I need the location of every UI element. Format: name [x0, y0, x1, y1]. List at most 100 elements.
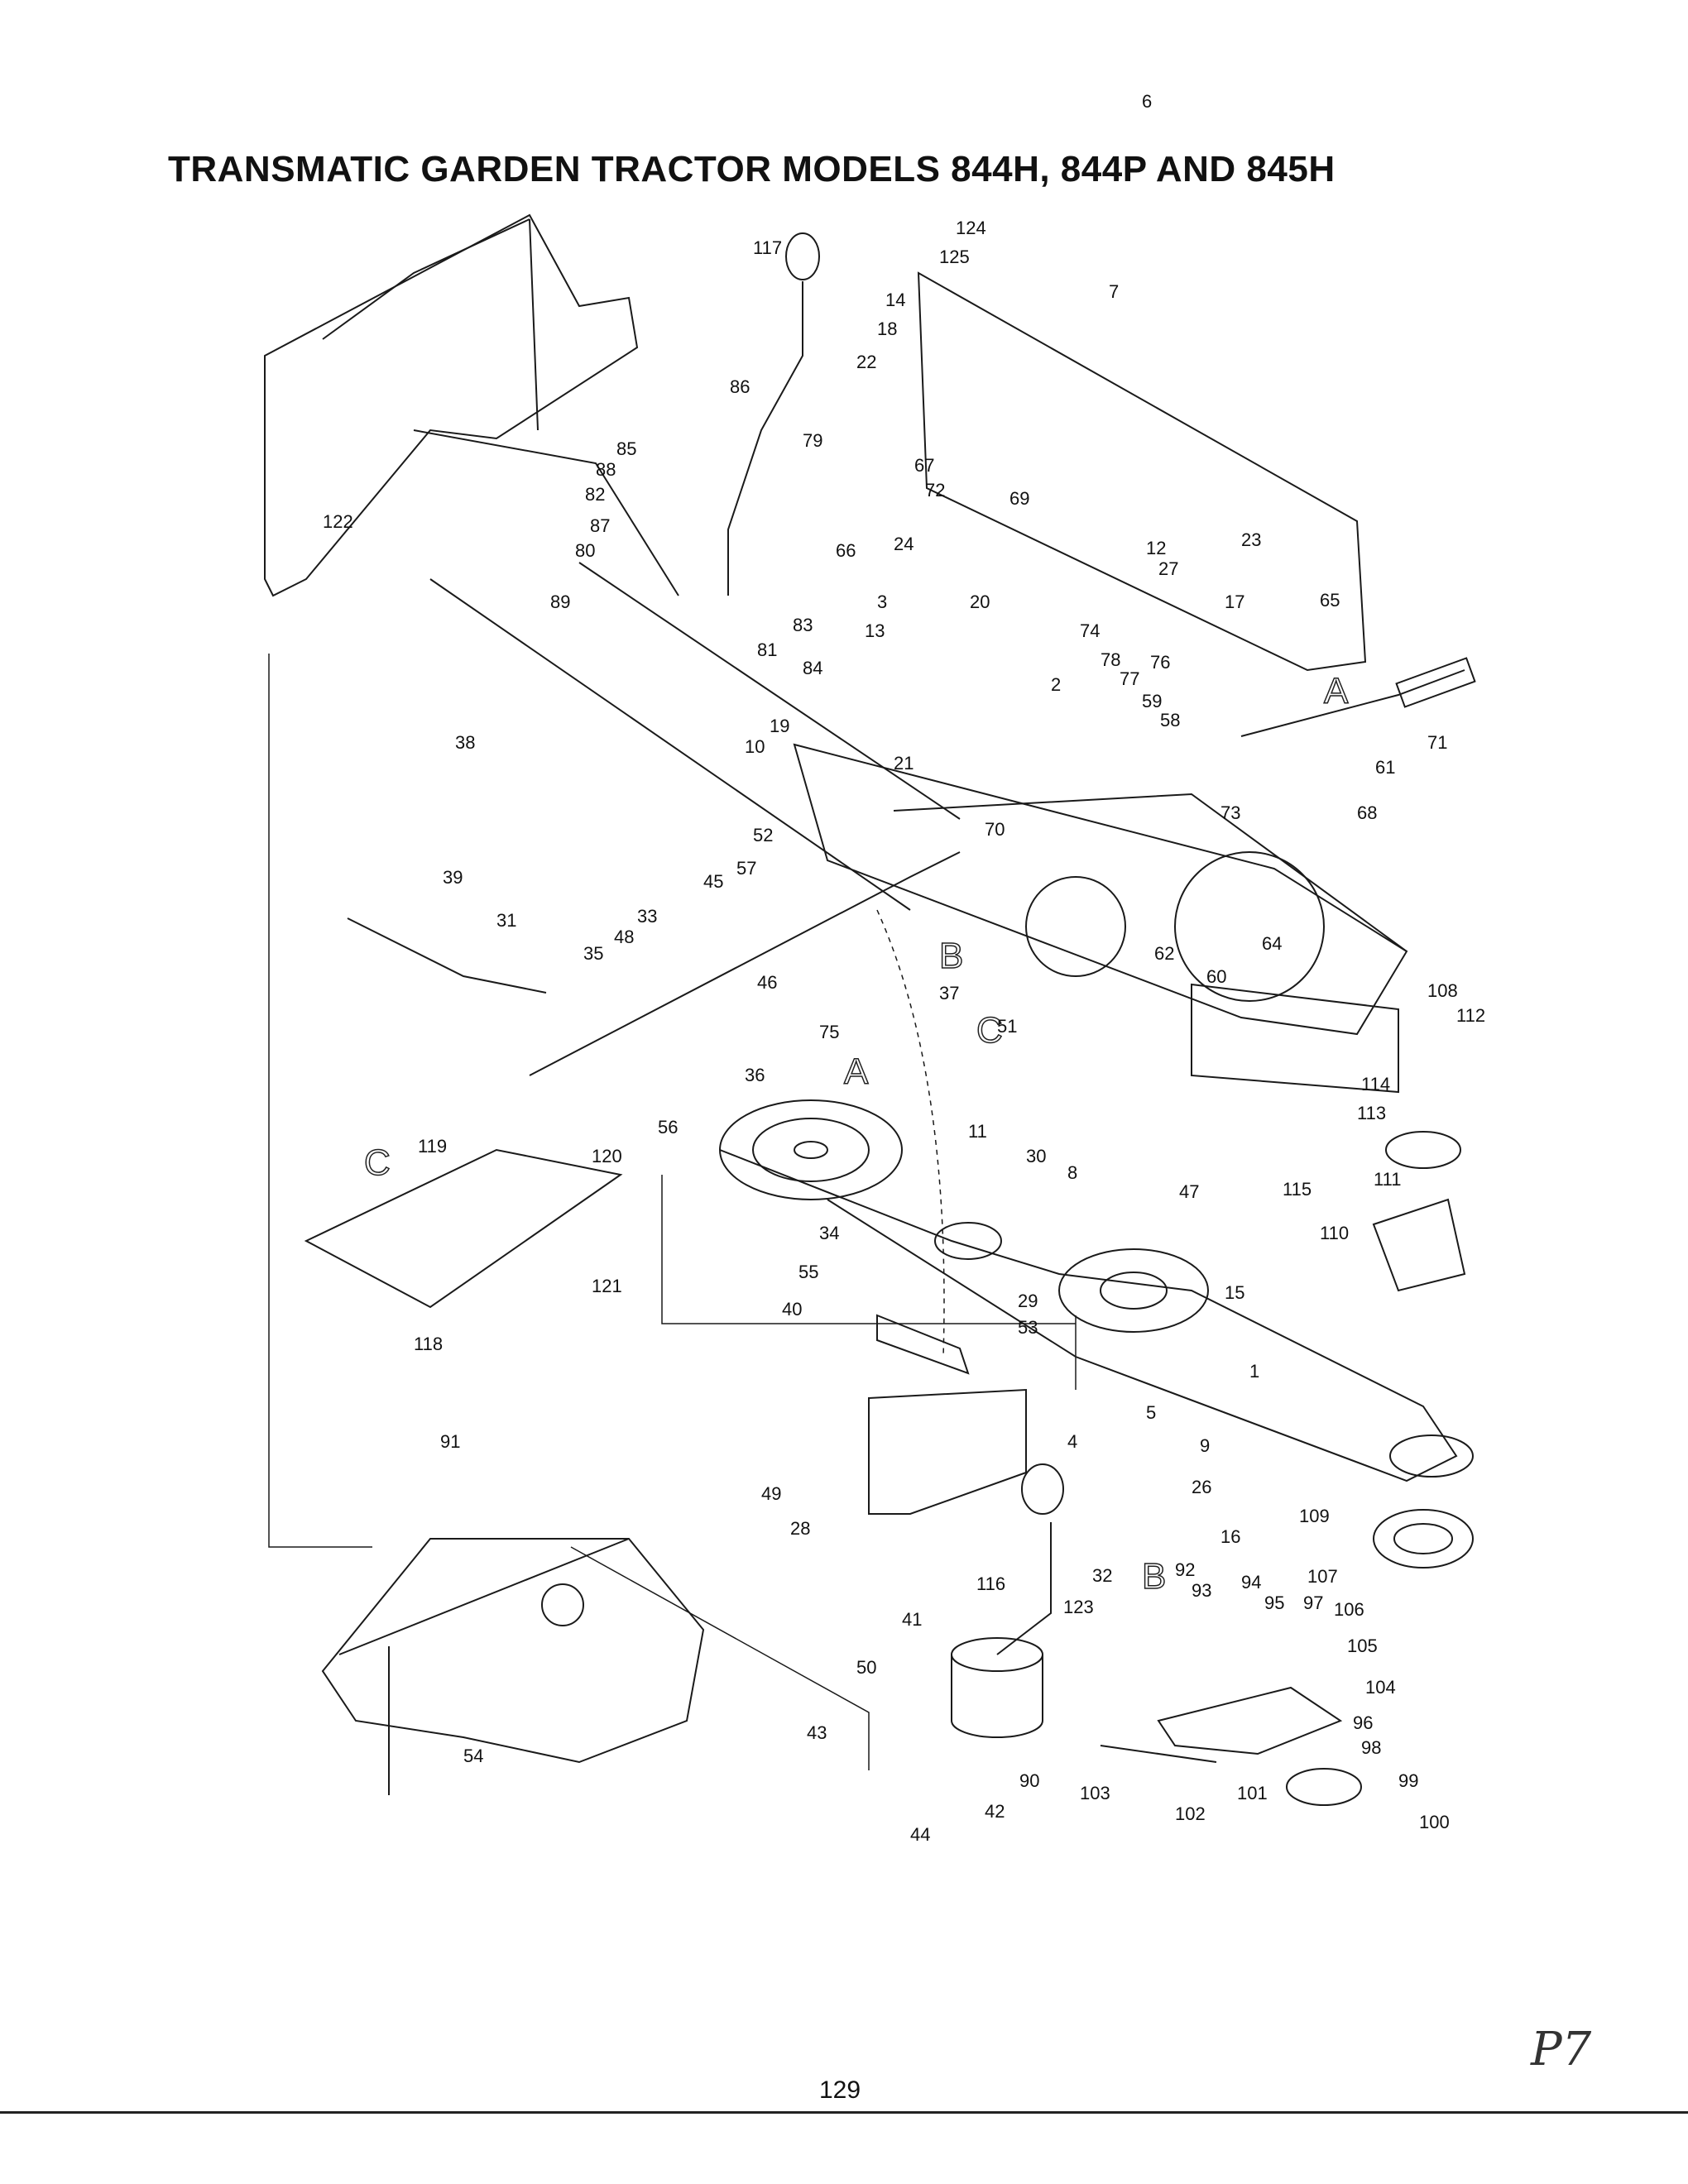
callout-37: 37 — [939, 983, 959, 1003]
dash-panel-outline — [264, 213, 639, 597]
callout-111: 111 — [1374, 1169, 1401, 1190]
callout-24: 24 — [894, 534, 914, 554]
callout-76: 76 — [1150, 652, 1170, 673]
callout-117: 117 — [753, 237, 782, 258]
callout-62: 62 — [1154, 943, 1174, 964]
callout-45: 45 — [703, 871, 723, 892]
callout-44: 44 — [910, 1824, 930, 1845]
frame-rail — [917, 271, 1367, 672]
callout-87: 87 — [590, 515, 610, 536]
callout-72: 72 — [925, 480, 945, 500]
callout-15: 15 — [1225, 1282, 1244, 1303]
callout-31: 31 — [496, 910, 516, 931]
callout-39: 39 — [443, 867, 463, 888]
callout-64: 64 — [1262, 933, 1282, 954]
callout-125: 125 — [939, 247, 970, 267]
idler-pulley-29 — [934, 1222, 1002, 1260]
callout-101: 101 — [1237, 1783, 1268, 1803]
callout-80: 80 — [575, 540, 595, 561]
drive-lever — [1240, 669, 1465, 737]
callout-94: 94 — [1241, 1572, 1261, 1592]
callout-118: 118 — [414, 1334, 443, 1354]
callout-layer: 1234567891011121314151617181920212223242… — [323, 91, 1485, 1845]
callout-12: 12 — [1146, 538, 1166, 558]
section-marker-a-upper: A — [1324, 671, 1349, 711]
idler-arm-96 — [1157, 1686, 1343, 1755]
pulley-109 — [1389, 1434, 1474, 1478]
shift-lever — [727, 281, 803, 596]
callout-97: 97 — [1303, 1592, 1323, 1613]
shift-rod — [429, 578, 911, 911]
callout-47: 47 — [1179, 1181, 1199, 1202]
callout-90: 90 — [1019, 1770, 1039, 1791]
callout-60: 60 — [1206, 966, 1226, 987]
drive-belt — [719, 1149, 1458, 1482]
section-marker-b-lower: B — [1142, 1556, 1166, 1597]
callout-119: 119 — [418, 1136, 447, 1157]
pulley-107-lower — [1373, 1509, 1474, 1569]
callout-112: 112 — [1456, 1005, 1485, 1026]
callout-92: 92 — [1175, 1559, 1195, 1580]
callout-96: 96 — [1353, 1712, 1373, 1733]
callout-42: 42 — [985, 1801, 1005, 1822]
callout-110: 110 — [1320, 1223, 1349, 1243]
callout-40: 40 — [782, 1299, 802, 1320]
callout-48: 48 — [614, 927, 634, 947]
callout-28: 28 — [790, 1518, 810, 1539]
callout-5: 5 — [1146, 1402, 1156, 1423]
clutch-110 — [1372, 1198, 1466, 1292]
callout-8: 8 — [1067, 1162, 1077, 1183]
engine-pulley — [719, 1099, 903, 1200]
callout-59: 59 — [1142, 691, 1162, 711]
section-marker-a-lower: A — [844, 1051, 869, 1092]
page-title: TRANSMATIC GARDEN TRACTOR MODELS 844H, 8… — [168, 149, 1336, 189]
callout-89: 89 — [550, 592, 570, 612]
spring-82 — [1100, 1745, 1217, 1763]
callout-83: 83 — [793, 615, 813, 635]
callout-22: 22 — [856, 352, 876, 372]
callout-121: 121 — [592, 1276, 622, 1296]
callout-88: 88 — [596, 459, 616, 480]
callout-120: 120 — [592, 1146, 622, 1166]
callout-122: 122 — [323, 511, 353, 532]
section-marker-c-mid: C — [976, 1010, 1003, 1051]
callout-32: 32 — [1092, 1565, 1112, 1586]
callout-6: 6 — [1142, 91, 1152, 112]
callout-52: 52 — [753, 825, 773, 845]
callout-61: 61 — [1375, 757, 1395, 778]
callout-29: 29 — [1018, 1291, 1038, 1311]
callout-114: 114 — [1361, 1074, 1390, 1094]
callout-50: 50 — [856, 1657, 876, 1678]
transaxle — [321, 1538, 705, 1764]
callout-85: 85 — [616, 438, 636, 459]
callout-2: 2 — [1051, 674, 1061, 695]
callout-116: 116 — [976, 1573, 1005, 1594]
handwritten-mark: P7 — [1531, 2023, 1592, 2076]
callout-14: 14 — [885, 290, 905, 310]
callout-100: 100 — [1419, 1812, 1450, 1832]
callout-57: 57 — [736, 858, 756, 879]
callout-55: 55 — [798, 1262, 818, 1282]
callout-27: 27 — [1158, 558, 1178, 579]
callout-91: 91 — [440, 1431, 460, 1452]
callout-78: 78 — [1101, 649, 1120, 670]
callout-10: 10 — [745, 736, 765, 757]
callout-38: 38 — [455, 732, 475, 753]
callout-74: 74 — [1080, 620, 1100, 641]
callout-123: 123 — [1063, 1597, 1094, 1617]
callout-69: 69 — [1009, 488, 1029, 509]
callout-1: 1 — [1249, 1361, 1259, 1382]
callout-43: 43 — [807, 1722, 827, 1743]
callout-30: 30 — [1026, 1146, 1046, 1166]
callout-46: 46 — [757, 972, 777, 993]
callout-26: 26 — [1192, 1477, 1211, 1497]
callout-77: 77 — [1120, 668, 1139, 689]
callout-70: 70 — [985, 819, 1005, 840]
callout-20: 20 — [970, 592, 990, 612]
callout-19: 19 — [770, 716, 789, 736]
callout-113: 113 — [1357, 1103, 1386, 1123]
callout-9: 9 — [1200, 1435, 1210, 1456]
page-number: 129 — [819, 2076, 861, 2104]
callout-102: 102 — [1175, 1803, 1206, 1824]
